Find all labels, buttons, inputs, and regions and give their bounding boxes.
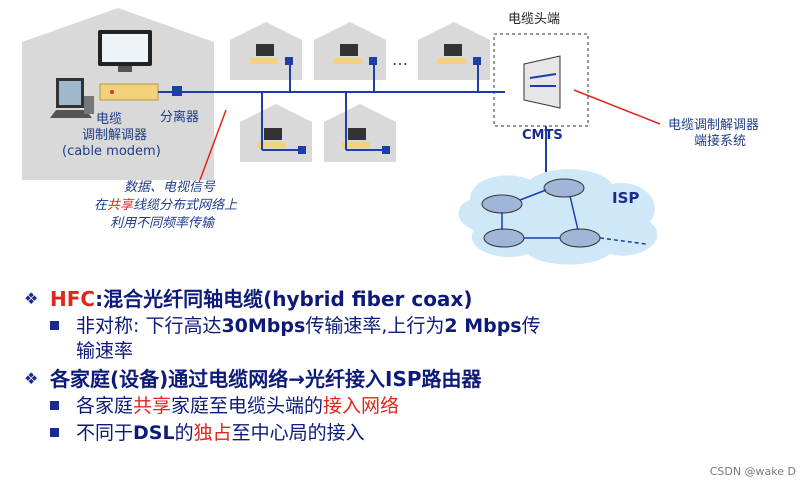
- computer-icon: [438, 44, 466, 64]
- cable-node: [285, 57, 481, 154]
- router-icon: [543, 178, 585, 198]
- coax-cable: [158, 62, 505, 151]
- hfc-diagram: [22, 8, 661, 265]
- computer-icon: [334, 44, 362, 64]
- computer-icon: [50, 78, 94, 118]
- computer-icon: [250, 44, 278, 64]
- headend-box: [493, 33, 589, 127]
- router-icon: [481, 194, 523, 214]
- diamond-bullet-icon: ❖: [24, 289, 39, 308]
- bullet-asymmetric: 非对称: 下行高达30Mbps传输速率,上行为2 Mbps传输速率: [24, 314, 794, 364]
- ellipsis: …: [392, 50, 408, 69]
- cmts-label: CMTS: [522, 128, 563, 143]
- shared-note: 在共享线缆分布式网络上: [94, 198, 238, 213]
- pointer-line: [199, 109, 227, 181]
- shared-note: 利用不同频率传输: [110, 216, 215, 231]
- modem-label: 调制解调器: [82, 128, 148, 143]
- modem-label: (cable modem): [62, 144, 161, 159]
- tv-icon: [98, 30, 152, 72]
- isp-links: [501, 189, 647, 245]
- diamond-bullet-icon: ❖: [24, 369, 39, 388]
- cmts-description: 端接系统: [694, 134, 747, 149]
- headend-label: 电缆头端: [508, 12, 561, 27]
- square-bullet-icon: [50, 401, 59, 410]
- shared-note: 数据、电视信号: [124, 180, 216, 195]
- router-icon: [483, 228, 525, 248]
- splitter-label: 分离器: [160, 110, 200, 125]
- bullet-access: ❖ 各家庭(设备)通过电缆网络→光纤接入ISP路由器: [24, 367, 482, 391]
- bullet-hfc: ❖ HFC:混合光纤同轴电缆(hybrid fiber coax): [24, 287, 473, 311]
- splitter-icon: [172, 86, 182, 96]
- pointer-line: [573, 89, 661, 125]
- isp-label: ISP: [612, 189, 640, 207]
- watermark: CSDN @wake D: [709, 465, 796, 478]
- bullet-dsl: 不同于DSL的独占至中心局的接入: [24, 421, 794, 446]
- computer-icon: [258, 128, 286, 148]
- router-icon: [559, 228, 601, 248]
- cable-modem-icon: [99, 83, 159, 101]
- bullet-list: ❖ HFC:混合光纤同轴电缆(hybrid fiber coax) 非对称: 下…: [24, 286, 794, 448]
- bullet-shared: 各家庭共享家庭至电缆头端的接入网络: [24, 394, 794, 419]
- cmts-description: 电缆调制解调器: [668, 118, 760, 133]
- cmts-icon: [523, 55, 561, 109]
- computer-icon: [342, 128, 370, 148]
- modem-label: 电缆: [96, 112, 123, 127]
- square-bullet-icon: [50, 428, 59, 437]
- square-bullet-icon: [50, 321, 59, 330]
